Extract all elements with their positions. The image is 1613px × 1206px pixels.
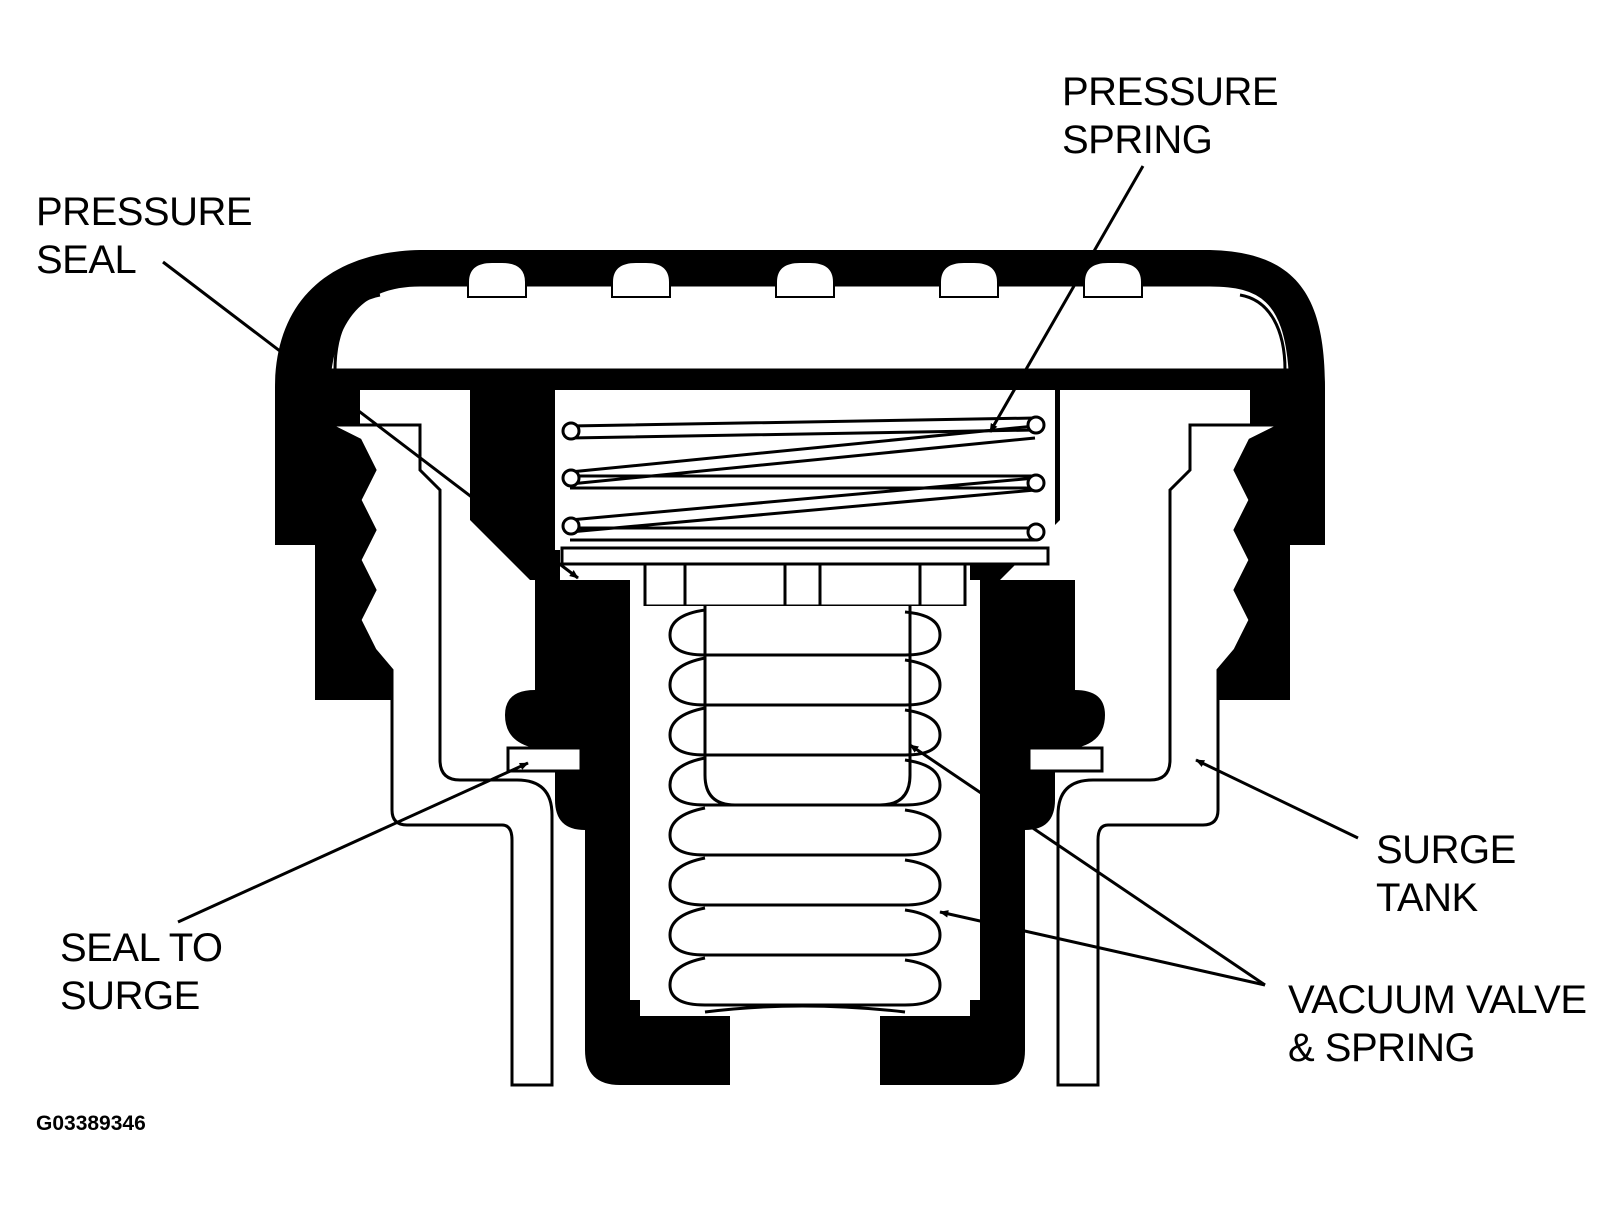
pressure-seal-leader: [162, 260, 579, 580]
surge-tank-leader: [1195, 758, 1359, 840]
vacuum-valve-leader-2: [939, 910, 1266, 987]
spring-chamber: [555, 390, 1055, 550]
surge-tank-neck-left: [329, 423, 554, 1087]
label-surge-tank: SURGE TANK: [1376, 828, 1516, 920]
valve-housing: [505, 580, 730, 1085]
label-vacuum-valve: VACUUM VALVE & SPRING: [1288, 978, 1587, 1070]
vacuum-spring: [668, 608, 942, 1014]
pressure-spring-leader: [988, 165, 1145, 433]
leader-lines: [162, 165, 1359, 987]
label-pressure-spring: PRESSURE SPRING: [1062, 70, 1279, 162]
surge-tank-neck-right: [1056, 423, 1281, 1087]
pressure-spring: [561, 415, 1046, 542]
seal-to-surge-leader: [177, 761, 529, 924]
label-pressure-seal: PRESSURE SEAL: [36, 190, 253, 282]
label-seal-to-surge: SEAL TO SURGE: [60, 926, 223, 1018]
figure-id: G03389346: [36, 1112, 146, 1135]
surge-seal-right: [1027, 746, 1104, 773]
valve-cap: [643, 562, 967, 608]
vacuum-valve-leader-1: [909, 743, 1266, 987]
vent-slots: [467, 261, 1143, 298]
pressure-seal-plate: [560, 546, 1050, 566]
